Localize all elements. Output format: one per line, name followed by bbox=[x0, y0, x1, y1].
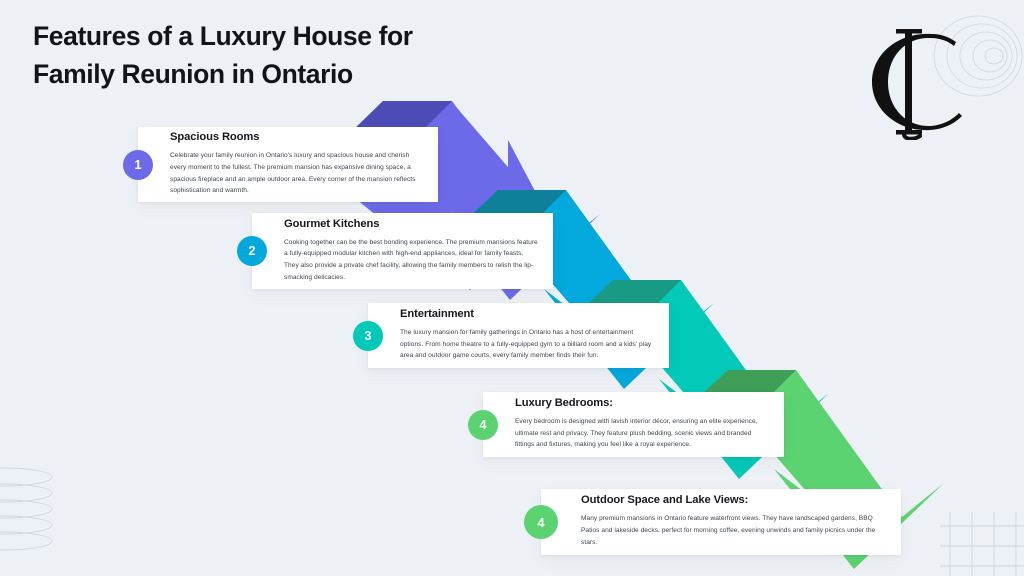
feature-card-2-title: Gourmet Kitchens bbox=[284, 217, 380, 230]
feature-card-2-body: Gourmet Kitchens Cooking together can be… bbox=[252, 207, 553, 296]
step-badge-3: 3 bbox=[353, 320, 383, 351]
page-title-line-2: Family Reunion in Ontario bbox=[33, 58, 353, 89]
feature-card-5-text: Many premium mansions in Ontario feature… bbox=[581, 515, 876, 546]
step-number-2: 2 bbox=[248, 244, 256, 258]
feature-card-3-title: Entertainment bbox=[400, 307, 474, 320]
feature-card-1-title: Spacious Rooms bbox=[170, 131, 260, 144]
feature-card-3-text: The luxury mansion for family gatherings… bbox=[400, 328, 652, 360]
page-title: Features of a Luxury House for Family Re… bbox=[33, 18, 503, 93]
feature-card-4-body: Luxury Bedrooms: Every bedroom is design… bbox=[483, 386, 784, 463]
feature-card-4-text: Every bedroom is designed with lavish in… bbox=[515, 417, 758, 449]
step-badge-5: 4 bbox=[524, 505, 558, 539]
step-number-3: 3 bbox=[364, 328, 372, 343]
feature-card-2-text: Cooking together can be the best bonding… bbox=[284, 238, 538, 281]
feature-card-3[interactable]: 3 Entertainment The luxury mansion for f… bbox=[353, 303, 669, 368]
feature-card-5[interactable]: 4 Outdoor Space and Lake Views: Many pre… bbox=[524, 489, 901, 555]
feature-card-1-text: Celebrate your family reunion in Ontario… bbox=[170, 152, 416, 195]
feature-card-1[interactable]: 1 Spacious Rooms Celebrate your family r… bbox=[123, 127, 438, 202]
feature-card-4[interactable]: 4 Luxury Bedrooms: Every bedroom is desi… bbox=[468, 392, 784, 457]
step-badge-1: 1 bbox=[123, 149, 153, 180]
step-number-5: 4 bbox=[537, 514, 545, 530]
feature-card-2[interactable]: 2 Gourmet Kitchens Cooking together can … bbox=[237, 213, 553, 289]
feature-card-3-body: Entertainment The luxury mansion for fam… bbox=[368, 297, 669, 374]
feature-card-5-body: Outdoor Space and Lake Views: Many premi… bbox=[541, 483, 901, 560]
feature-card-4-title: Luxury Bedrooms: bbox=[515, 396, 613, 409]
step-badge-4: 4 bbox=[468, 409, 498, 440]
step-number-1: 1 bbox=[134, 157, 142, 172]
page-title-line-1: Features of a Luxury House for bbox=[33, 21, 413, 51]
step-number-4: 4 bbox=[479, 417, 487, 432]
ci-monogram-logo bbox=[872, 29, 962, 140]
feature-card-1-body: Spacious Rooms Celebrate your family reu… bbox=[138, 120, 438, 209]
feature-card-5-title: Outdoor Space and Lake Views: bbox=[581, 494, 749, 507]
step-badge-2: 2 bbox=[237, 236, 267, 266]
